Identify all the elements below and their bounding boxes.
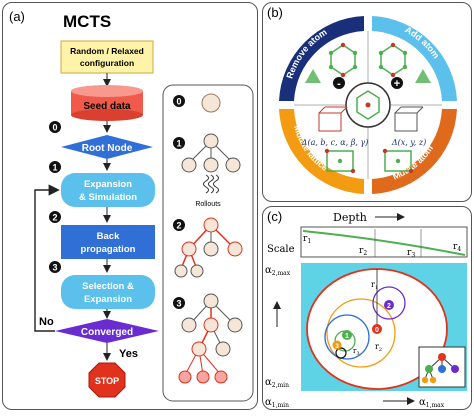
seed-label: Seed data (83, 101, 131, 112)
node-0 (372, 324, 382, 334)
r1-inner-label: r1 (371, 280, 378, 291)
tree-1-label: 1 (176, 139, 181, 149)
structure-bottom-left (324, 148, 356, 174)
selection-box (61, 275, 155, 309)
r1-label: r1 (303, 234, 311, 245)
panel-b-label: (b) (267, 5, 283, 20)
no-loop-arrow (34, 184, 60, 332)
node-1 (342, 330, 352, 340)
selection-line2: Expansion (84, 294, 132, 305)
root-node-label: Root Node (82, 143, 133, 154)
lattice-box-right (394, 106, 424, 132)
ring-add-atom (372, 16, 457, 101)
panel-b: (b) Remove atom Add atom Mutate lattice … (262, 2, 472, 202)
panel-c: (c) Depth Scale r1 r2 r3 r4 α2,max α2,mi… (262, 206, 472, 410)
expansion-line1: Expansion (84, 179, 132, 190)
node-2 (384, 300, 394, 310)
circle-node2 (372, 286, 406, 320)
r3-inner-label: r3 (353, 347, 360, 357)
selection-line1: Selection & (82, 281, 134, 292)
yes-label: Yes (119, 348, 138, 360)
tree-1 (181, 133, 241, 194)
search-space-diagram: (c) Depth Scale r1 r2 r3 r4 α2,max α2,mi… (265, 209, 468, 409)
tree-0-label: 0 (176, 97, 181, 107)
converged-label: Converged (81, 327, 133, 338)
structure-top-left (328, 42, 358, 78)
structure-top-right (378, 42, 408, 78)
svg-text:0: 0 (375, 327, 379, 334)
start-line2: configuration (80, 58, 134, 68)
mutation-wheel: (b) Remove atom Add atom Mutate lattice … (267, 5, 457, 194)
alpha1max-label: α1,max (419, 397, 445, 409)
expansion-box (61, 173, 155, 207)
lattice-formula: Δ(a, b, c, α, β, γ) (301, 138, 369, 147)
root-node-diamond (61, 135, 153, 159)
step-0-badge (49, 121, 61, 133)
mcts-title: MCTS (63, 12, 111, 31)
start-box (60, 40, 154, 74)
circle-r3 (324, 314, 370, 360)
scale-curve (302, 230, 466, 256)
node-3 (332, 340, 342, 350)
r4-label: r4 (453, 242, 461, 253)
svg-text:1: 1 (345, 333, 349, 340)
panel-a-label: (a) (9, 9, 25, 24)
step-3-badge (49, 261, 61, 273)
ring-mutate-atom (372, 109, 457, 194)
panel-c-label: (c) (267, 209, 282, 224)
svg-text:2: 2 (387, 303, 391, 310)
plus-badge (391, 77, 403, 89)
ring-remove-atom (279, 16, 364, 101)
inset-tree (418, 346, 466, 388)
alpha2min-label: α2,min (265, 377, 289, 389)
step-1-badge (49, 161, 61, 173)
step-0-label: 0 (52, 123, 57, 133)
minus-label: - (337, 78, 341, 90)
back-propagation-box (61, 225, 155, 259)
no-label: No (39, 316, 54, 328)
plus-label: + (394, 78, 400, 90)
structure-bottom-right (382, 148, 414, 174)
stop-label: STOP (95, 376, 119, 386)
back-line1: Back (97, 231, 120, 242)
lattice-box-left (318, 106, 348, 132)
step-2-badge (49, 211, 61, 223)
r2-inner-label: r2 (375, 342, 382, 353)
stop-sign (88, 362, 126, 398)
depth-label: Depth (333, 211, 367, 224)
step-3-label: 3 (52, 263, 57, 273)
mcts-flowchart: (a) MCTS Random / Relaxed configuration … (9, 9, 254, 402)
rollouts-label: Rollouts (195, 201, 221, 208)
tree-2-label: 2 (176, 221, 181, 231)
alpha2max-label: α2,max (265, 265, 291, 277)
alpha1min-label: α1,min (265, 397, 289, 409)
minus-badge (333, 77, 345, 89)
seed-data-cylinder (71, 85, 143, 121)
scale-label: Scale (267, 244, 295, 255)
start-line1: Random / Relaxed (70, 46, 144, 56)
panel-a: (a) MCTS Random / Relaxed configuration … (2, 2, 258, 410)
tree-3-label: 3 (176, 299, 181, 309)
converged-diamond (55, 319, 159, 343)
back-line2: propagation (81, 244, 136, 255)
ring-mutate-lattice (279, 109, 364, 194)
tree-0-badge (173, 95, 185, 107)
tree-3 (178, 293, 243, 384)
expansion-line2: & Simulation (79, 192, 137, 203)
circle-r2 (326, 298, 396, 368)
r2-label: r2 (359, 246, 367, 257)
circle-node3 (335, 347, 347, 359)
step-2-label: 2 (52, 213, 57, 223)
r3-label: r3 (407, 248, 415, 259)
step-1-label: 1 (52, 163, 57, 173)
atom-formula: Δ(x, y, z) (391, 138, 426, 147)
tree-2 (174, 217, 243, 278)
svg-text:3: 3 (335, 343, 339, 350)
tree-0-root (201, 93, 221, 113)
